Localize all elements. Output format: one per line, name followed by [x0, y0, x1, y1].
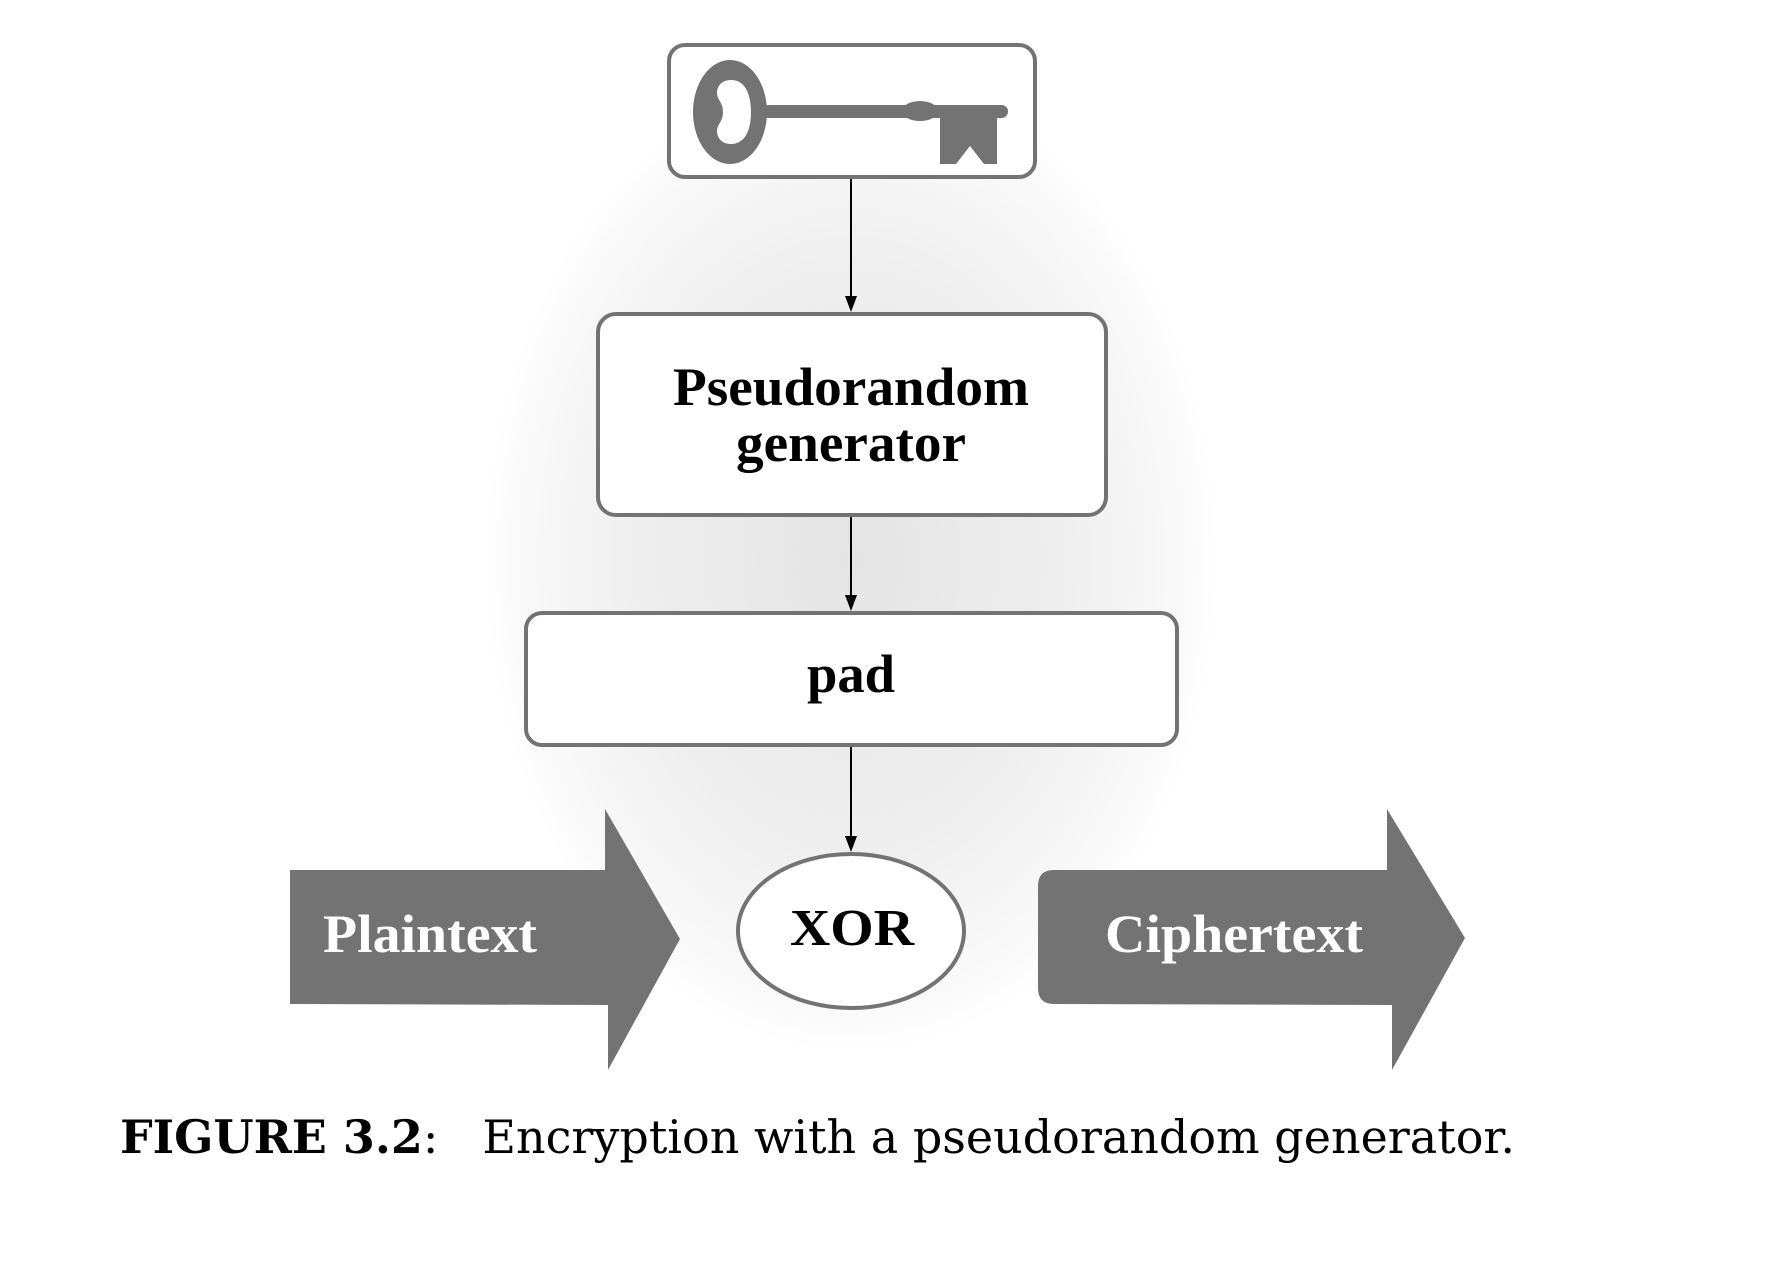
figure-number: FIGURE 3.2 — [120, 1110, 423, 1164]
xor-label: XOR — [790, 900, 916, 957]
connector-arrowhead — [845, 296, 857, 312]
plaintext-label: Plaintext — [323, 904, 537, 964]
pad-node: pad — [524, 611, 1179, 747]
key-icon — [693, 60, 1008, 164]
figure-caption: FIGURE 3.2: Encryption with a pseudorando… — [120, 1110, 1515, 1164]
caption-text: Encryption with a pseudorandom generator… — [482, 1110, 1515, 1164]
generator-node: Pseudorandom generator — [596, 312, 1108, 517]
connector-arrowhead — [845, 595, 857, 611]
caption-colon: : — [422, 1110, 439, 1164]
xor-node: XOR — [736, 852, 966, 1010]
ciphertext-arrow: Ciphertext — [1038, 809, 1465, 1070]
generator-label-line1: Pseudorandom — [673, 357, 1029, 417]
ciphertext-label: Ciphertext — [1105, 904, 1363, 964]
connector-arrowhead — [845, 836, 857, 852]
generator-label-line2: generator — [736, 413, 966, 473]
plaintext-arrow: Plaintext — [290, 809, 680, 1070]
pad-label: pad — [807, 644, 895, 704]
key-node — [667, 43, 1037, 179]
